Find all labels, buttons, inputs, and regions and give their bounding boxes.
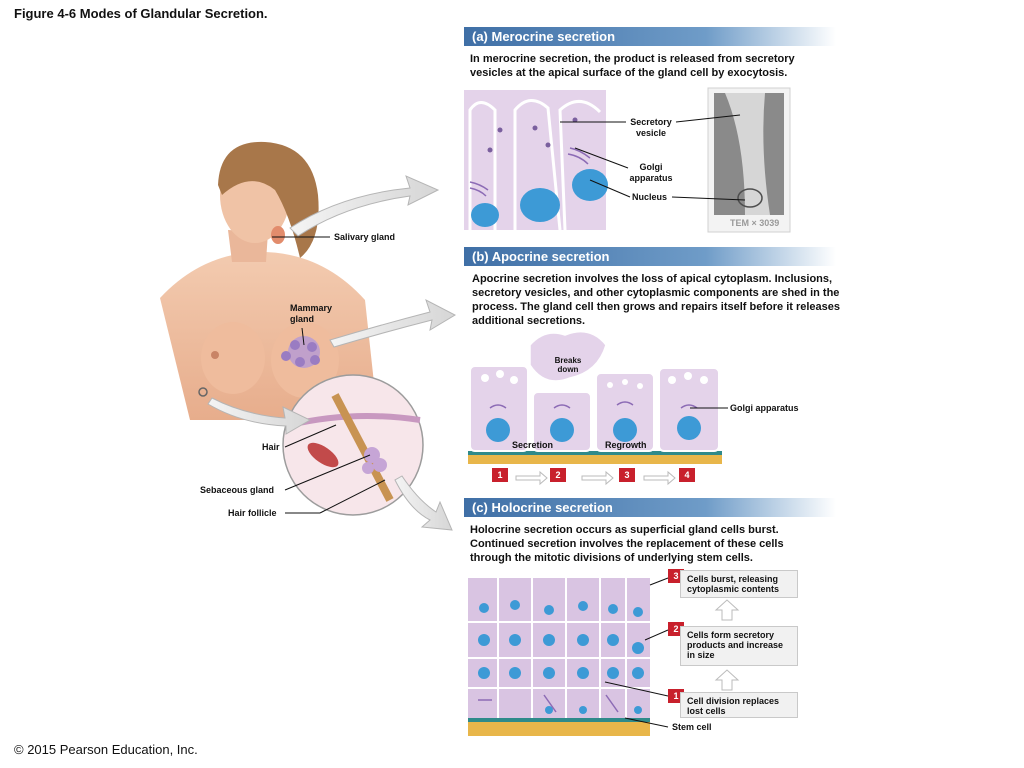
label-stem-cell: Stem cell bbox=[672, 722, 712, 732]
label-regrowth: Regrowth bbox=[605, 440, 647, 450]
label-hair: Hair bbox=[262, 442, 280, 452]
holocrine-stage-2-text: Cells form secretory products and increa… bbox=[680, 626, 798, 666]
up-arrow-icon bbox=[714, 669, 740, 691]
label-golgi-apparatus-a: Golgi apparatus bbox=[629, 162, 673, 183]
holocrine-stage-3-text: Cells burst, releasing cytoplasmic conte… bbox=[680, 570, 798, 598]
apocrine-step-arrows bbox=[515, 470, 676, 486]
figure-title: Figure 4-6 Modes of Glandular Secretion. bbox=[14, 6, 268, 21]
label-golgi-apparatus-b: Golgi apparatus bbox=[730, 403, 799, 413]
apocrine-description: Apocrine secretion involves the loss of … bbox=[472, 273, 841, 327]
apocrine-step-2: 2 bbox=[550, 468, 566, 482]
apocrine-step-4: 4 bbox=[679, 468, 695, 482]
merocrine-heading: (a) Merocrine secretion bbox=[464, 27, 836, 46]
label-mammary-gland: Mammary gland bbox=[290, 303, 333, 324]
apocrine-step-1: 1 bbox=[492, 468, 508, 482]
holocrine-heading: (c) Holocrine secretion bbox=[464, 498, 836, 517]
copyright-notice: © 2015 Pearson Education, Inc. bbox=[14, 742, 198, 757]
arrow-to-merocrine bbox=[289, 175, 440, 237]
apocrine-step-3: 3 bbox=[619, 468, 635, 482]
arrow-to-apocrine bbox=[329, 298, 457, 348]
human-figure bbox=[160, 141, 378, 420]
skin-magnification-circle bbox=[282, 374, 424, 516]
label-hair-follicle: Hair follicle bbox=[228, 508, 277, 518]
tem-micrograph bbox=[707, 87, 791, 233]
label-breaks-down: Breaks down bbox=[554, 356, 582, 374]
arrow-to-skin-detail bbox=[207, 397, 312, 435]
holocrine-description: Holocrine secretion occurs as superficia… bbox=[470, 524, 784, 564]
apocrine-cells bbox=[468, 330, 722, 464]
label-nucleus: Nucleus bbox=[632, 192, 668, 202]
apocrine-heading: (b) Apocrine secretion bbox=[464, 247, 836, 266]
merocrine-description: In merocrine secretion, the product is r… bbox=[470, 53, 795, 79]
label-secretory-vesicle: Secretory vesicle bbox=[630, 117, 672, 138]
label-salivary-gland: Salivary gland bbox=[334, 232, 396, 242]
arrow-to-holocrine bbox=[394, 475, 453, 531]
holocrine-cells bbox=[468, 578, 650, 736]
merocrine-cells bbox=[464, 90, 608, 231]
holocrine-stage-1-text: Cell division replaces lost cells bbox=[680, 692, 798, 718]
tem-caption: TEM × 3039 bbox=[730, 218, 780, 228]
up-arrow-icon bbox=[714, 599, 740, 621]
label-sebaceous-gland: Sebaceous gland bbox=[200, 485, 275, 495]
label-secretion: Secretion bbox=[512, 440, 554, 450]
